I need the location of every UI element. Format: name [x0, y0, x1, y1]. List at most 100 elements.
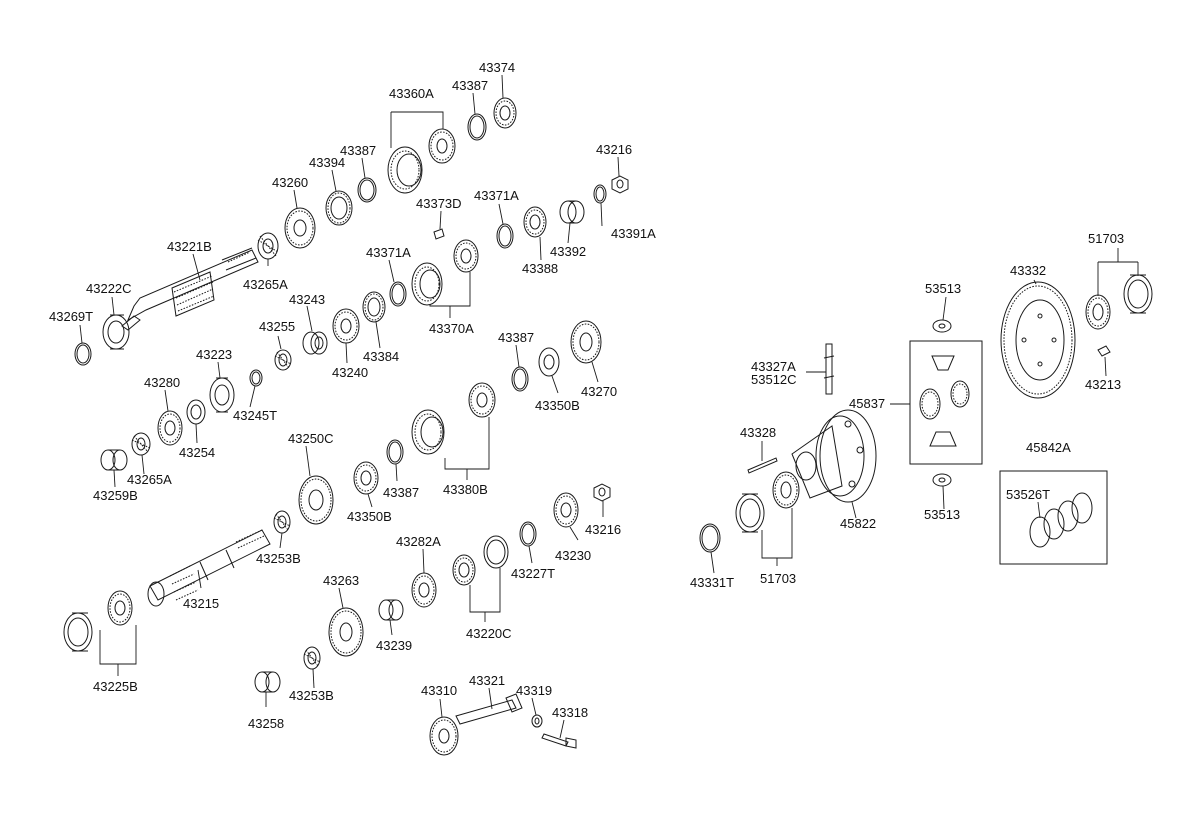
label-43239[interactable]: 43239 [376, 638, 412, 653]
label-43373D[interactable]: 43373D [416, 196, 462, 211]
label-51703-bot[interactable]: 51703 [760, 571, 796, 586]
label-43223[interactable]: 43223 [196, 347, 232, 362]
label-43360A[interactable]: 43360A [389, 86, 434, 101]
gear-43240[interactable] [332, 308, 360, 344]
nut-43216-top[interactable] [611, 175, 629, 194]
label-43332[interactable]: 43332 [1010, 263, 1046, 278]
bushing-43243[interactable] [302, 331, 328, 355]
gear-43260[interactable] [284, 207, 316, 249]
label-43255[interactable]: 43255 [259, 319, 295, 334]
washer-43319[interactable] [531, 714, 543, 728]
bearing-cone-51703-bot[interactable] [772, 471, 800, 509]
label-43370A[interactable]: 43370A [429, 321, 474, 336]
bearing-cup-51703-top[interactable] [1123, 274, 1153, 314]
label-43213[interactable]: 43213 [1085, 377, 1121, 392]
ring-43384[interactable] [362, 291, 386, 323]
bearing-43225B-cup[interactable] [63, 612, 93, 652]
snap-ring-43227T[interactable] [519, 521, 537, 547]
label-43265A-top[interactable]: 43265A [243, 277, 288, 292]
label-43250C[interactable]: 43250C [288, 431, 334, 446]
snap-ring-43371A-a[interactable] [496, 223, 514, 249]
label-43263[interactable]: 43263 [323, 573, 359, 588]
label-51703-top[interactable]: 51703 [1088, 231, 1124, 246]
gear-43282A[interactable] [411, 572, 437, 608]
label-43258[interactable]: 43258 [248, 716, 284, 731]
bearing-43225B-cone[interactable] [107, 590, 133, 626]
label-53526T[interactable]: 53526T [1006, 487, 1050, 502]
label-43384[interactable]: 43384 [363, 349, 399, 364]
idler-gear-43310[interactable] [429, 716, 459, 756]
synchro-hub-43380B[interactable] [468, 382, 496, 418]
label-43265A-mid[interactable]: 43265A [127, 472, 172, 487]
label-43321[interactable]: 43321 [469, 673, 505, 688]
pin-43328[interactable] [747, 457, 778, 474]
label-43392[interactable]: 43392 [550, 244, 586, 259]
bushing-43258[interactable] [254, 671, 281, 693]
label-43225B[interactable]: 43225B [93, 679, 138, 694]
gear-43374[interactable] [493, 97, 517, 129]
snap-ring-43387-c[interactable] [511, 366, 529, 392]
washer-53513-top[interactable] [932, 319, 952, 333]
snap-ring-43391A[interactable] [593, 184, 607, 204]
label-43380B[interactable]: 43380B [443, 482, 488, 497]
label-43221B[interactable]: 43221B [167, 239, 212, 254]
label-43387-c[interactable]: 43387 [498, 330, 534, 345]
bearing-cone-43220C[interactable] [452, 554, 476, 586]
bearing-43350B-top[interactable] [538, 347, 560, 377]
label-43253B-top[interactable]: 43253B [256, 551, 301, 566]
differential-case-45822[interactable] [791, 409, 877, 503]
label-43243[interactable]: 43243 [289, 292, 325, 307]
gear-43263[interactable] [328, 607, 364, 657]
bolt-43213[interactable] [1097, 345, 1111, 357]
label-43253B-bot[interactable]: 43253B [289, 688, 334, 703]
gear-43250C[interactable] [298, 475, 334, 525]
nut-43216-mid[interactable] [593, 483, 611, 502]
label-45837[interactable]: 45837 [849, 396, 885, 411]
synchro-sleeve-43370A[interactable] [411, 262, 443, 306]
label-43391A[interactable]: 43391A [611, 226, 656, 241]
label-43318[interactable]: 43318 [552, 705, 588, 720]
washer-43254[interactable] [186, 399, 206, 425]
idler-shaft-43321[interactable] [455, 693, 523, 725]
needle-bearing-43265A-mid[interactable] [131, 432, 151, 456]
label-43388[interactable]: 43388 [522, 261, 558, 276]
label-43220C[interactable]: 43220C [466, 626, 512, 641]
key-43373D[interactable] [433, 228, 445, 240]
gear-43280[interactable] [157, 410, 183, 446]
label-53513-top[interactable]: 53513 [925, 281, 961, 296]
bearing-cup-51703-bot[interactable] [735, 493, 765, 533]
label-43280[interactable]: 43280 [144, 375, 180, 390]
bearing-cup-43220C[interactable] [483, 535, 509, 569]
bearing-43222C[interactable] [102, 314, 130, 350]
label-43371A-a[interactable]: 43371A [474, 188, 519, 203]
label-43270[interactable]: 43270 [581, 384, 617, 399]
label-43259B[interactable]: 43259B [93, 488, 138, 503]
snap-ring-43245T[interactable] [249, 369, 263, 387]
label-43230[interactable]: 43230 [555, 548, 591, 563]
label-43319[interactable]: 43319 [516, 683, 552, 698]
spring-washers-53526T[interactable] [1029, 492, 1093, 548]
bushing-43239[interactable] [378, 599, 404, 621]
gear-43350B-mid[interactable] [353, 461, 379, 495]
label-43387-b[interactable]: 43387 [452, 78, 488, 93]
washer-53513-bot[interactable] [932, 473, 952, 487]
label-43331T[interactable]: 43331T [690, 575, 734, 590]
gear-43230[interactable] [553, 492, 579, 528]
bearing-cone-51703-top[interactable] [1085, 294, 1111, 330]
needle-bearing-43253B-bot[interactable] [303, 646, 321, 670]
label-43282A[interactable]: 43282A [396, 534, 441, 549]
gear-43270[interactable] [570, 320, 602, 364]
input-shaft-43221B[interactable] [121, 247, 259, 331]
output-shaft-43215[interactable] [147, 529, 271, 607]
label-43328[interactable]: 43328 [740, 425, 776, 440]
bushing-43259B[interactable] [100, 449, 128, 471]
label-43260[interactable]: 43260 [272, 175, 308, 190]
label-43371A-b[interactable]: 43371A [366, 245, 411, 260]
label-43387-d[interactable]: 43387 [383, 485, 419, 500]
label-43350B-top[interactable]: 43350B [535, 398, 580, 413]
label-43222C[interactable]: 43222C [86, 281, 132, 296]
label-45842A[interactable]: 45842A [1026, 440, 1071, 455]
label-53513-bot[interactable]: 53513 [924, 507, 960, 522]
ring-43394[interactable] [325, 190, 353, 226]
label-43374[interactable]: 43374 [479, 60, 515, 75]
